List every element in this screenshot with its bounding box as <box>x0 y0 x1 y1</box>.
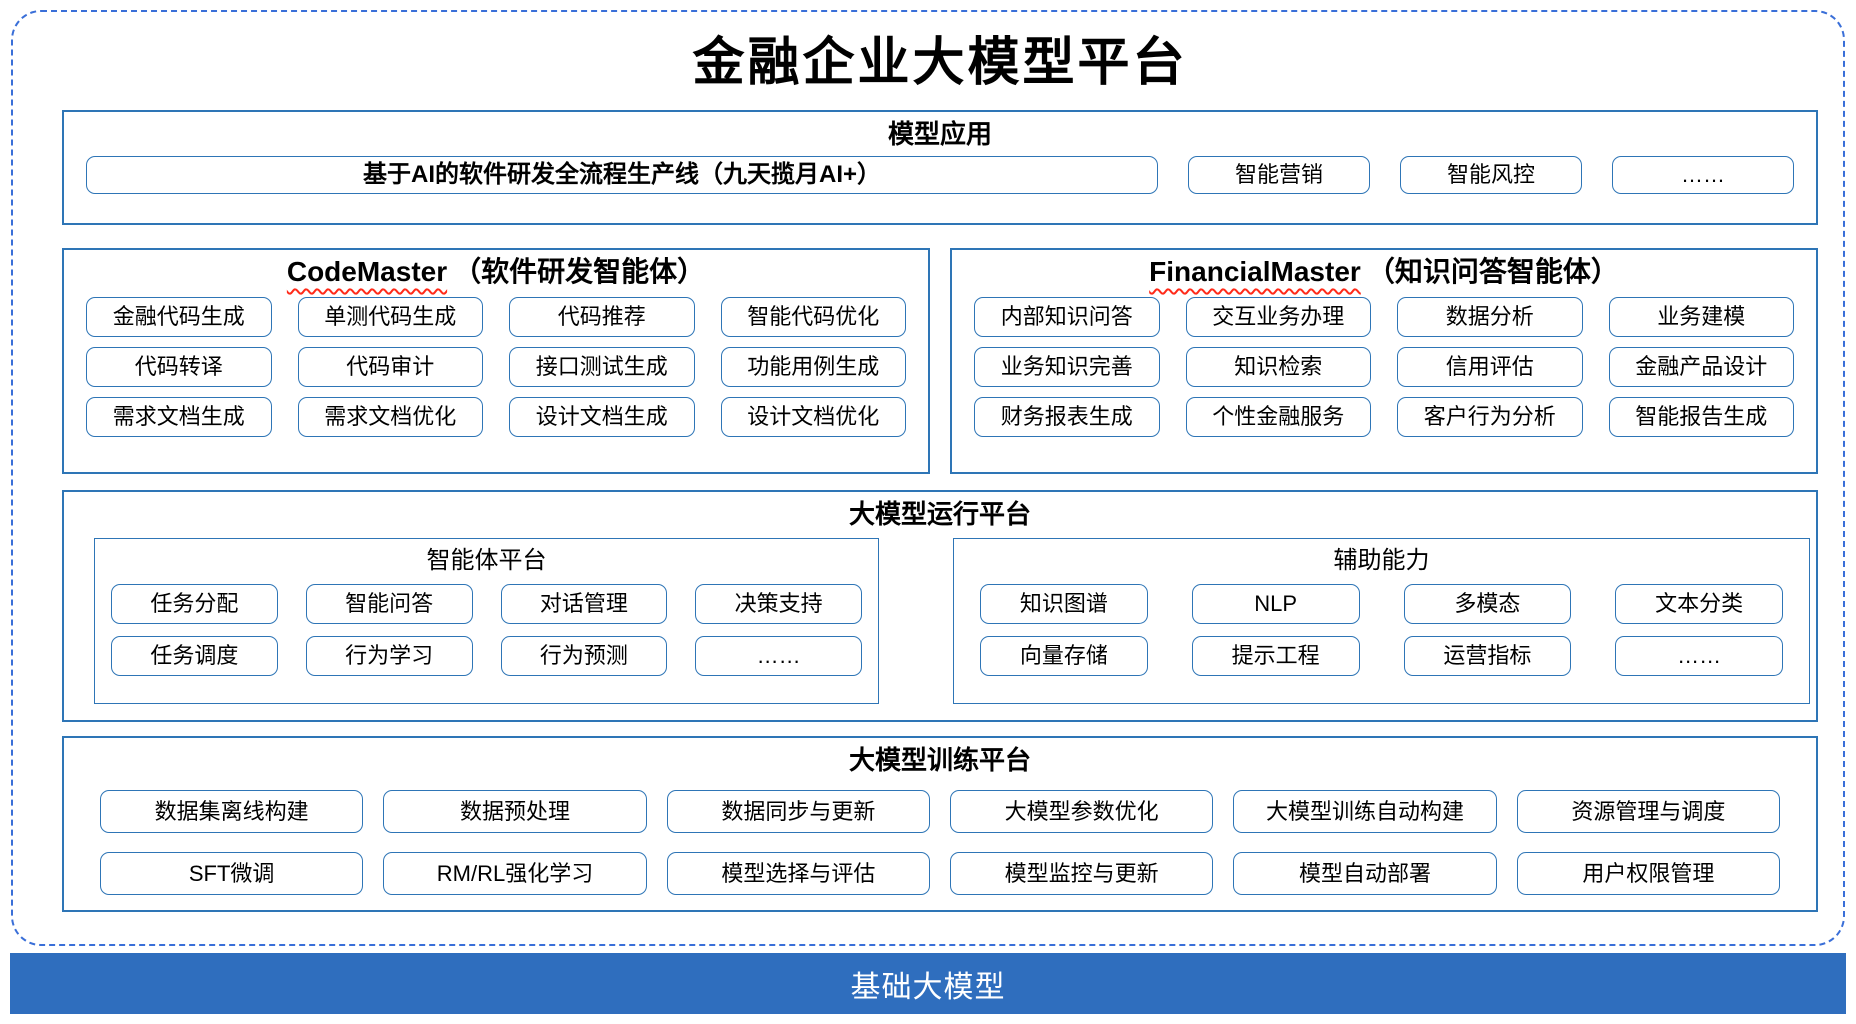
item-button: RM/RL强化学习 <box>383 852 647 895</box>
codemaster-subtitle: （软件研发智能体） <box>453 256 706 287</box>
item-ai-dev-pipeline: 基于AI的软件研发全流程生产线（九天揽月AI+） <box>86 156 1158 194</box>
item-button: 决策支持 <box>695 584 862 624</box>
item-button: 业务知识完善 <box>974 347 1160 387</box>
runtime-row: 智能体平台 任务分配 智能问答 对话管理 决策支持 任务调度 行为学习 行为预测… <box>94 538 1810 704</box>
item-ellipsis: …… <box>1612 156 1794 194</box>
foundation-model-bar: 基础大模型 <box>10 953 1846 1014</box>
item-button: 知识检索 <box>1185 347 1371 387</box>
item-button: 设计文档优化 <box>720 397 906 437</box>
item-button: 代码转译 <box>86 347 272 387</box>
item-button: 行为预测 <box>500 636 668 676</box>
platform-content: 金融企业大模型平台 模型应用 基于AI的软件研发全流程生产线（九天揽月AI+） … <box>62 10 1818 912</box>
section-training-platform: 大模型训练平台 数据集离线构建 数据预处理 数据同步与更新 大模型参数优化 大模… <box>62 736 1818 912</box>
item-button: 大模型参数优化 <box>950 790 1214 833</box>
item-button: 文本分类 <box>1615 584 1783 624</box>
aux-ability-box: 辅助能力 知识图谱 NLP 多模态 文本分类 向量存储 提示工程 运营指标 …… <box>953 538 1810 704</box>
item-button: 个性金融服务 <box>1185 397 1371 437</box>
item-button: 智能问答 <box>305 584 473 624</box>
section-financialmaster: FinancialMaster（知识问答智能体） 内部知识问答 交互业务办理 数… <box>950 248 1818 474</box>
item-button: 智能代码优化 <box>720 297 906 337</box>
item-button: 金融产品设计 <box>1608 347 1794 387</box>
financialmaster-grid: 内部知识问答 交互业务办理 数据分析 业务建模 业务知识完善 知识检索 信用评估… <box>952 290 1816 437</box>
item-button: 运营指标 <box>1403 636 1572 676</box>
item-button: 单测代码生成 <box>297 297 483 337</box>
codemaster-name: CodeMaster <box>286 256 448 287</box>
item-button: 业务建模 <box>1608 297 1794 337</box>
item-button: 财务报表生成 <box>974 397 1160 437</box>
item-button: 资源管理与调度 <box>1516 790 1780 833</box>
item-button: 数据同步与更新 <box>666 790 930 833</box>
item-button: 功能用例生成 <box>720 347 906 387</box>
item-button: 多模态 <box>1403 584 1572 624</box>
model-application-row: 基于AI的软件研发全流程生产线（九天揽月AI+） 智能营销 智能风控 …… <box>64 156 1816 194</box>
runtime-platform-title: 大模型运行平台 <box>848 499 1031 529</box>
item-button: 接口测试生成 <box>509 347 695 387</box>
item-button: 用户权限管理 <box>1516 852 1780 895</box>
item-button: 知识图谱 <box>980 584 1148 624</box>
item-button: 大模型训练自动构建 <box>1233 790 1497 833</box>
item-button: 信用评估 <box>1397 347 1583 387</box>
item-button: 智能报告生成 <box>1608 397 1794 437</box>
item-ellipsis: …… <box>1615 636 1783 676</box>
financialmaster-name: FinancialMaster <box>1149 256 1361 287</box>
section-codemaster: CodeMaster（软件研发智能体） 金融代码生成 单测代码生成 代码推荐 智… <box>62 248 930 474</box>
training-platform-title: 大模型训练平台 <box>848 745 1031 775</box>
aux-ability-title: 辅助能力 <box>1333 547 1430 574</box>
item-button: 需求文档优化 <box>297 397 483 437</box>
item-button: 模型选择与评估 <box>666 852 930 895</box>
item-button: 代码推荐 <box>509 297 695 337</box>
item-button: 数据分析 <box>1397 297 1583 337</box>
item-button: 代码审计 <box>297 347 483 387</box>
item-button: 内部知识问答 <box>974 297 1160 337</box>
item-button: 需求文档生成 <box>86 397 272 437</box>
financialmaster-subtitle: （知识问答智能体） <box>1366 256 1619 287</box>
agent-platform-grid: 任务分配 智能问答 对话管理 决策支持 任务调度 行为学习 行为预测 …… <box>95 576 878 676</box>
foundation-model-label: 基础大模型 <box>850 970 1006 1004</box>
platform-dashed-frame <box>11 10 1845 946</box>
item-button: 向量存储 <box>980 636 1148 676</box>
item-button: 模型监控与更新 <box>950 852 1214 895</box>
item-button: 客户行为分析 <box>1397 397 1583 437</box>
item-smart-risk-control: 智能风控 <box>1400 156 1582 194</box>
item-button: NLP <box>1191 584 1360 624</box>
item-button: 交互业务办理 <box>1185 297 1371 337</box>
aux-ability-grid: 知识图谱 NLP 多模态 文本分类 向量存储 提示工程 运营指标 …… <box>954 576 1809 676</box>
section-model-application: 模型应用 基于AI的软件研发全流程生产线（九天揽月AI+） 智能营销 智能风控 … <box>62 110 1818 225</box>
item-button: 数据预处理 <box>383 790 647 833</box>
financialmaster-title: FinancialMaster（知识问答智能体） <box>952 250 1816 290</box>
item-button: 模型自动部署 <box>1233 852 1497 895</box>
item-button: 设计文档生成 <box>509 397 695 437</box>
item-button: 行为学习 <box>305 636 473 676</box>
section-runtime-platform: 大模型运行平台 智能体平台 任务分配 智能问答 对话管理 决策支持 任务调度 行… <box>62 490 1818 722</box>
agents-row: CodeMaster（软件研发智能体） 金融代码生成 单测代码生成 代码推荐 智… <box>62 248 1818 474</box>
item-button: 数据集离线构建 <box>100 790 364 833</box>
codemaster-title: CodeMaster（软件研发智能体） <box>64 250 928 290</box>
item-ellipsis: …… <box>695 636 862 676</box>
model-application-title: 模型应用 <box>887 119 992 149</box>
item-button: 任务调度 <box>111 636 278 676</box>
agent-platform-title: 智能体平台 <box>426 547 547 574</box>
page-title: 金融企业大模型平台 <box>692 32 1188 93</box>
item-button: 任务分配 <box>111 584 278 624</box>
training-grid: 数据集离线构建 数据预处理 数据同步与更新 大模型参数优化 大模型训练自动构建 … <box>64 776 1816 895</box>
item-button: 金融代码生成 <box>86 297 272 337</box>
item-button: 对话管理 <box>500 584 668 624</box>
codemaster-grid: 金融代码生成 单测代码生成 代码推荐 智能代码优化 代码转译 代码审计 接口测试… <box>64 290 928 437</box>
agent-platform-box: 智能体平台 任务分配 智能问答 对话管理 决策支持 任务调度 行为学习 行为预测… <box>94 538 879 704</box>
item-smart-marketing: 智能营销 <box>1188 156 1370 194</box>
item-button: 提示工程 <box>1191 636 1360 676</box>
item-button: SFT微调 <box>100 852 364 895</box>
